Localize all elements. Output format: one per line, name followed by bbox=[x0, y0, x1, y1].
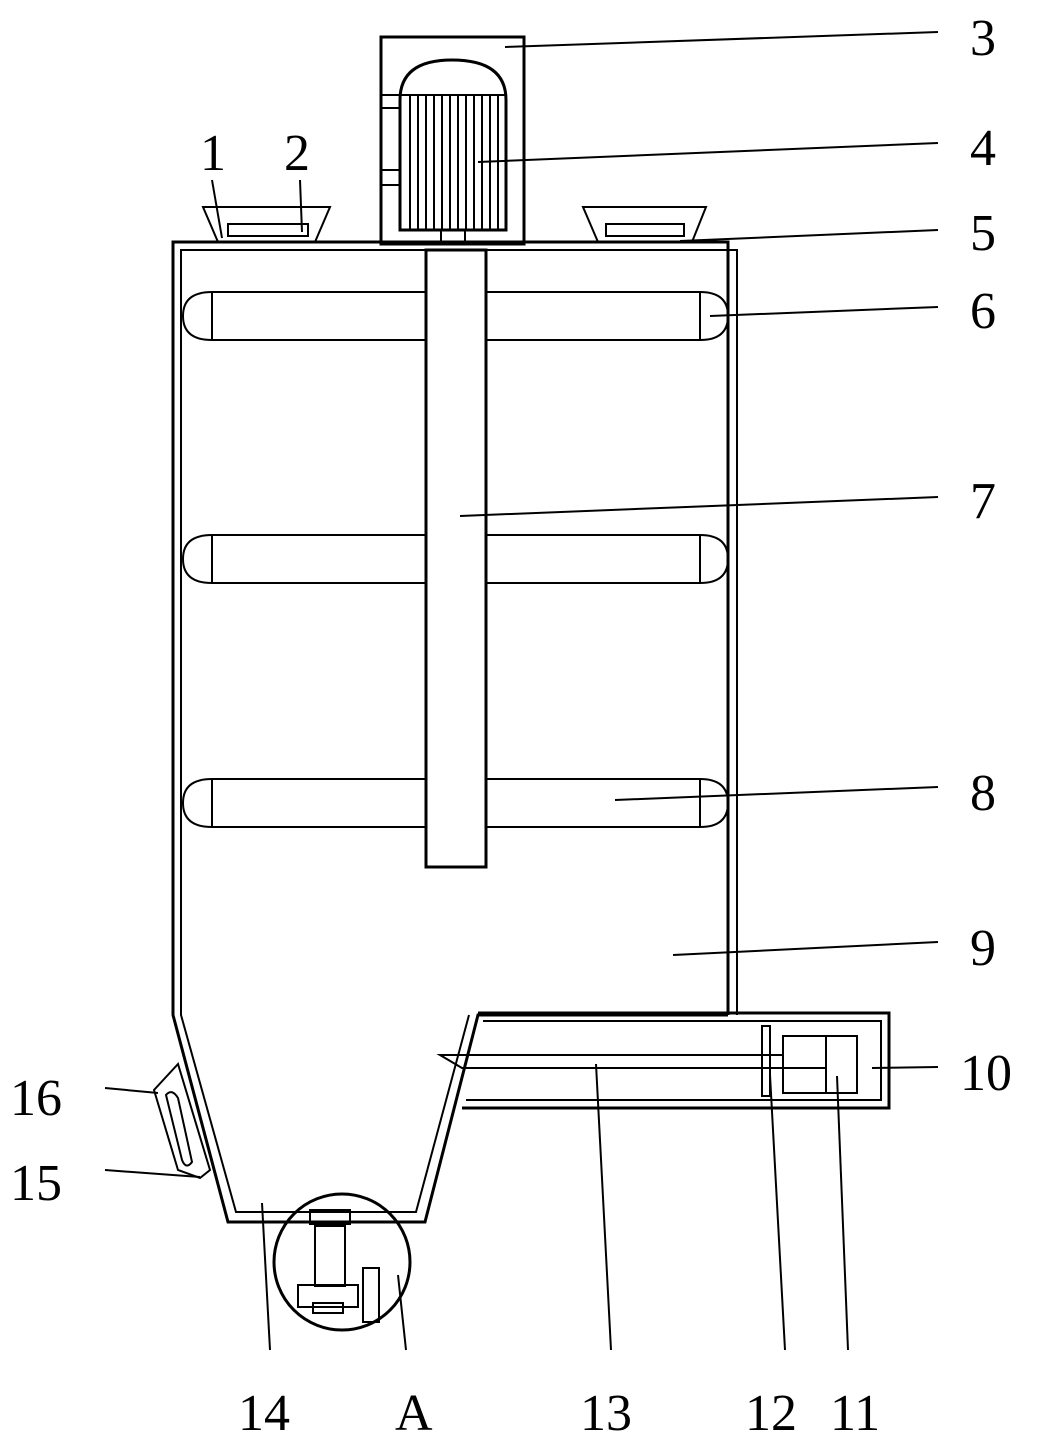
label-13: 13 bbox=[580, 1385, 632, 1442]
label-3: 3 bbox=[970, 10, 996, 67]
label-11: 11 bbox=[830, 1385, 880, 1442]
tank-body bbox=[171, 240, 738, 1224]
motor bbox=[398, 58, 508, 245]
label-4: 4 bbox=[970, 120, 996, 177]
drive-unit bbox=[782, 1035, 858, 1094]
stirring-blade-middle bbox=[181, 534, 730, 584]
label-5: 5 bbox=[970, 205, 996, 262]
label-15: 15 bbox=[10, 1155, 62, 1212]
connecting-rod bbox=[761, 1025, 771, 1097]
leader-lines bbox=[104, 31, 939, 1351]
label-9: 9 bbox=[970, 920, 996, 977]
label-10: 10 bbox=[960, 1045, 1012, 1102]
label-8: 8 bbox=[970, 765, 996, 822]
part-labels: 1 2 3 4 5 6 7 8 9 10 11 12 13 14 A 15 16 bbox=[10, 10, 1012, 1442]
label-7: 7 bbox=[970, 473, 996, 530]
stirring-blade-top bbox=[181, 291, 730, 341]
push-plate bbox=[436, 1054, 784, 1069]
side-box bbox=[462, 1011, 891, 1110]
label-12: 12 bbox=[745, 1385, 797, 1442]
stirring-shaft bbox=[424, 248, 488, 869]
discharge-door bbox=[152, 1062, 212, 1180]
feed-hopper-left bbox=[201, 206, 332, 243]
label-2: 2 bbox=[284, 125, 310, 182]
label-14: 14 bbox=[238, 1385, 290, 1442]
label-16: 16 bbox=[10, 1070, 62, 1127]
label-1: 1 bbox=[200, 125, 226, 182]
feed-hopper-right bbox=[581, 206, 708, 243]
label-A: A bbox=[395, 1385, 433, 1442]
detail-a-circle bbox=[272, 1192, 412, 1332]
label-6: 6 bbox=[970, 283, 996, 340]
stirring-blade-bottom bbox=[181, 778, 730, 828]
motor-housing bbox=[379, 35, 526, 246]
